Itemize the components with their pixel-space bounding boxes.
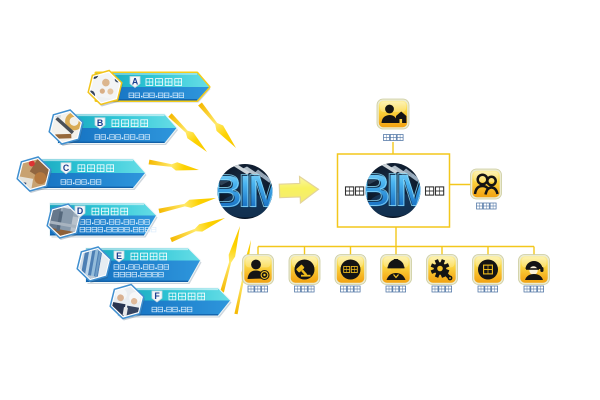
svg-text:B: B: [97, 118, 103, 128]
svg-text:D: D: [77, 206, 83, 216]
svg-text:BIM: BIM: [358, 165, 432, 217]
svg-text:E: E: [116, 251, 122, 261]
svg-text:F: F: [154, 291, 160, 301]
svg-text:C: C: [63, 163, 70, 173]
svg-text:A: A: [132, 77, 139, 87]
svg-text:BIM: BIM: [357, 164, 431, 216]
svg-text:BIM: BIM: [209, 165, 283, 217]
svg-text:BIM: BIM: [210, 166, 284, 218]
